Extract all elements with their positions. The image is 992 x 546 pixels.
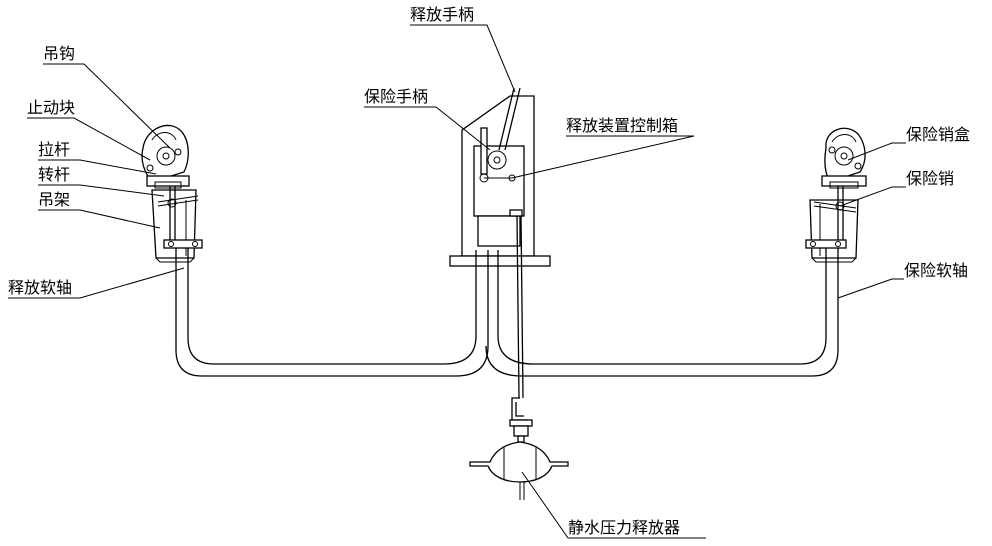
label-release-control-box: 释放装置控制箱 — [566, 116, 678, 135]
control-box — [449, 87, 551, 267]
label-pull-rod: 拉杆 — [38, 140, 70, 159]
left-hook-assembly — [141, 124, 203, 263]
safety-flexible-shaft — [485, 248, 839, 377]
label-safety-handle: 保险手柄 — [364, 87, 428, 106]
right-hook-assembly — [805, 127, 867, 263]
release-flexible-shaft — [175, 248, 489, 377]
labels: 释放手柄 保险手柄 释放装置控制箱 吊钩 止动块 拉杆 转杆 吊架 释放软轴 保… — [8, 5, 970, 537]
label-stop-block: 止动块 — [27, 98, 75, 117]
leader-lines — [8, 24, 906, 539]
label-hook: 吊钩 — [43, 44, 75, 63]
hydrostatic-release-assembly — [469, 215, 569, 500]
label-hanger: 吊架 — [38, 190, 70, 209]
label-safety-pin-box: 保险销盒 — [906, 125, 970, 144]
label-release-flexible-shaft: 释放软轴 — [8, 278, 72, 297]
label-safety-flexible-shaft: 保险软轴 — [904, 261, 968, 280]
label-hydrostatic-release: 静水压力释放器 — [568, 518, 680, 537]
label-swivel-rod: 转杆 — [38, 165, 70, 184]
label-safety-pin: 保险销 — [906, 169, 954, 188]
label-release-handle: 释放手柄 — [410, 5, 474, 24]
